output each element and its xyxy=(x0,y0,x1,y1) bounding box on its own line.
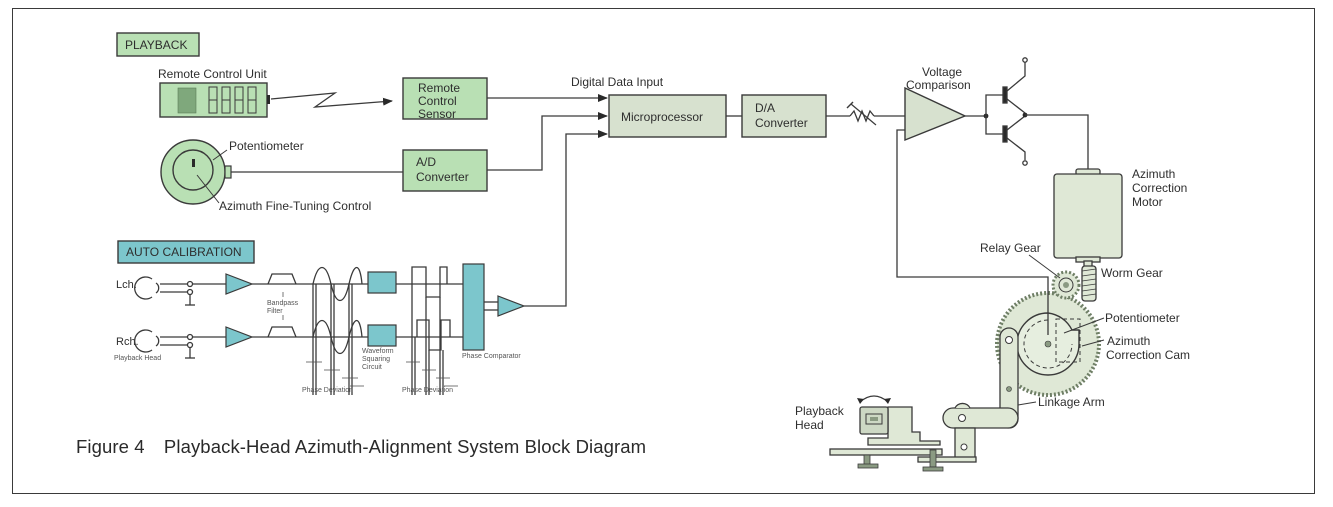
rch-head-icon xyxy=(134,329,226,359)
lch-bandpass-filter-icon xyxy=(267,273,297,285)
phase-comparator-label: Phase Comparator xyxy=(462,353,521,360)
lch-label: Lch. xyxy=(116,279,137,291)
phase-deviation-label-2: Phase Deviation xyxy=(402,387,453,394)
figure-title: Playback-Head Azimuth-Alignment System B… xyxy=(163,436,647,457)
svg-text:Remote: Remote xyxy=(418,81,460,95)
rch-label: Rch. xyxy=(116,336,139,348)
lch-squaring-circuit-block xyxy=(367,271,397,294)
phase-deviation-markers-1 xyxy=(306,361,364,387)
relay-gear-label: Relay Gear xyxy=(980,241,1041,255)
svg-text:Squaring: Squaring xyxy=(362,356,390,363)
rch-amplifier-icon xyxy=(225,326,254,348)
azimuth-fine-tuning-knob xyxy=(160,139,232,205)
svg-text:Correction: Correction xyxy=(1132,181,1187,195)
svg-text:Azimuth: Azimuth xyxy=(1107,334,1150,348)
voltage-comparison-label-1: Voltage xyxy=(922,65,962,79)
svg-text:Playback: Playback xyxy=(795,404,845,418)
phase-deviation-markers-2 xyxy=(406,361,458,387)
phase-comparator-block xyxy=(462,263,485,351)
keypad-icon xyxy=(177,87,197,114)
figure-caption: Figure 4 Playback-Head Azimuth-Alignment… xyxy=(76,436,646,458)
driver-to-motor-wire xyxy=(1025,114,1089,172)
svg-text:Sensor: Sensor xyxy=(418,107,456,121)
figure-number: Figure 4 xyxy=(76,436,145,457)
potentiometer-label: Potentiometer xyxy=(229,139,304,153)
calibration-to-micro-wire xyxy=(524,130,608,307)
adc-to-micro-wire xyxy=(487,112,608,171)
linkage-arm-icon xyxy=(942,327,1019,461)
da-converter-block: D/A Converter xyxy=(741,94,827,138)
lch-amplifier-icon xyxy=(225,273,254,295)
ad-converter-block: A/D Converter xyxy=(402,149,488,192)
svg-text:Correction Cam: Correction Cam xyxy=(1106,348,1190,362)
svg-text:Bandpass: Bandpass xyxy=(267,300,299,307)
phase-deviation-label-1: Phase Deviation xyxy=(302,387,353,394)
variable-resistor-icon xyxy=(846,101,877,126)
feedback-wire xyxy=(896,129,1049,335)
svg-text:A/D: A/D xyxy=(416,155,436,169)
output-amplifier-icon xyxy=(497,295,526,317)
digital-data-input-label: Digital Data Input xyxy=(571,75,664,89)
voltage-comparison-label-2: Comparison xyxy=(906,78,971,92)
remote-control-sensor-block: Remote Control Sensor xyxy=(402,77,488,121)
playback-section-badge: PLAYBACK xyxy=(116,32,200,57)
potentiometer-mech-label: Potentiometer xyxy=(1105,311,1180,325)
svg-text:Motor: Motor xyxy=(1132,195,1163,209)
playback-head-label: Playback Head xyxy=(114,355,161,362)
remote-control-unit xyxy=(159,82,270,118)
auto-calibration-section-badge: AUTO CALIBRATION xyxy=(117,240,255,264)
svg-text:Azimuth: Azimuth xyxy=(1132,167,1175,181)
figure-frame xyxy=(12,8,1315,494)
microprocessor-block: Microprocessor xyxy=(608,94,727,138)
playback-section-label: PLAYBACK xyxy=(125,38,187,52)
svg-text:Head: Head xyxy=(795,418,824,432)
worm-gear-label: Worm Gear xyxy=(1101,266,1163,280)
svg-text:Circuit: Circuit xyxy=(362,364,382,371)
linkage-arm-label: Linkage Arm xyxy=(1038,395,1105,409)
svg-text:Filter: Filter xyxy=(267,308,283,315)
voltage-comparator-icon xyxy=(904,86,967,142)
square-waveform-icon xyxy=(411,266,451,395)
relay-gear-icon xyxy=(1051,270,1081,300)
digit-display-icon xyxy=(208,86,257,114)
azimuth-correction-cam-icon xyxy=(1016,312,1081,376)
auto-calibration-section-label: AUTO CALIBRATION xyxy=(126,245,242,259)
svg-text:Control: Control xyxy=(418,94,457,108)
sine-waveform-icon xyxy=(312,266,363,395)
remote-control-unit-label: Remote Control Unit xyxy=(158,67,267,81)
azimuth-fine-tuning-label: Azimuth Fine-Tuning Control xyxy=(219,199,371,213)
svg-text:Waveform: Waveform xyxy=(362,348,394,355)
infrared-signal-link xyxy=(270,92,393,108)
worm-gear-icon xyxy=(1081,265,1097,302)
rch-squaring-circuit-block xyxy=(367,324,397,347)
azimuth-correction-motor xyxy=(1053,168,1123,268)
svg-text:Converter: Converter xyxy=(416,170,469,184)
playback-head-mechanism xyxy=(829,395,977,472)
svg-text:Microprocessor: Microprocessor xyxy=(621,110,703,124)
rch-bandpass-filter-icon xyxy=(267,326,297,338)
lch-head-icon xyxy=(134,276,226,306)
svg-text:D/A: D/A xyxy=(755,101,775,115)
svg-text:Converter: Converter xyxy=(755,116,808,130)
transistor-pair-icon xyxy=(985,57,1028,166)
rotation-arrow-icon xyxy=(859,395,889,403)
